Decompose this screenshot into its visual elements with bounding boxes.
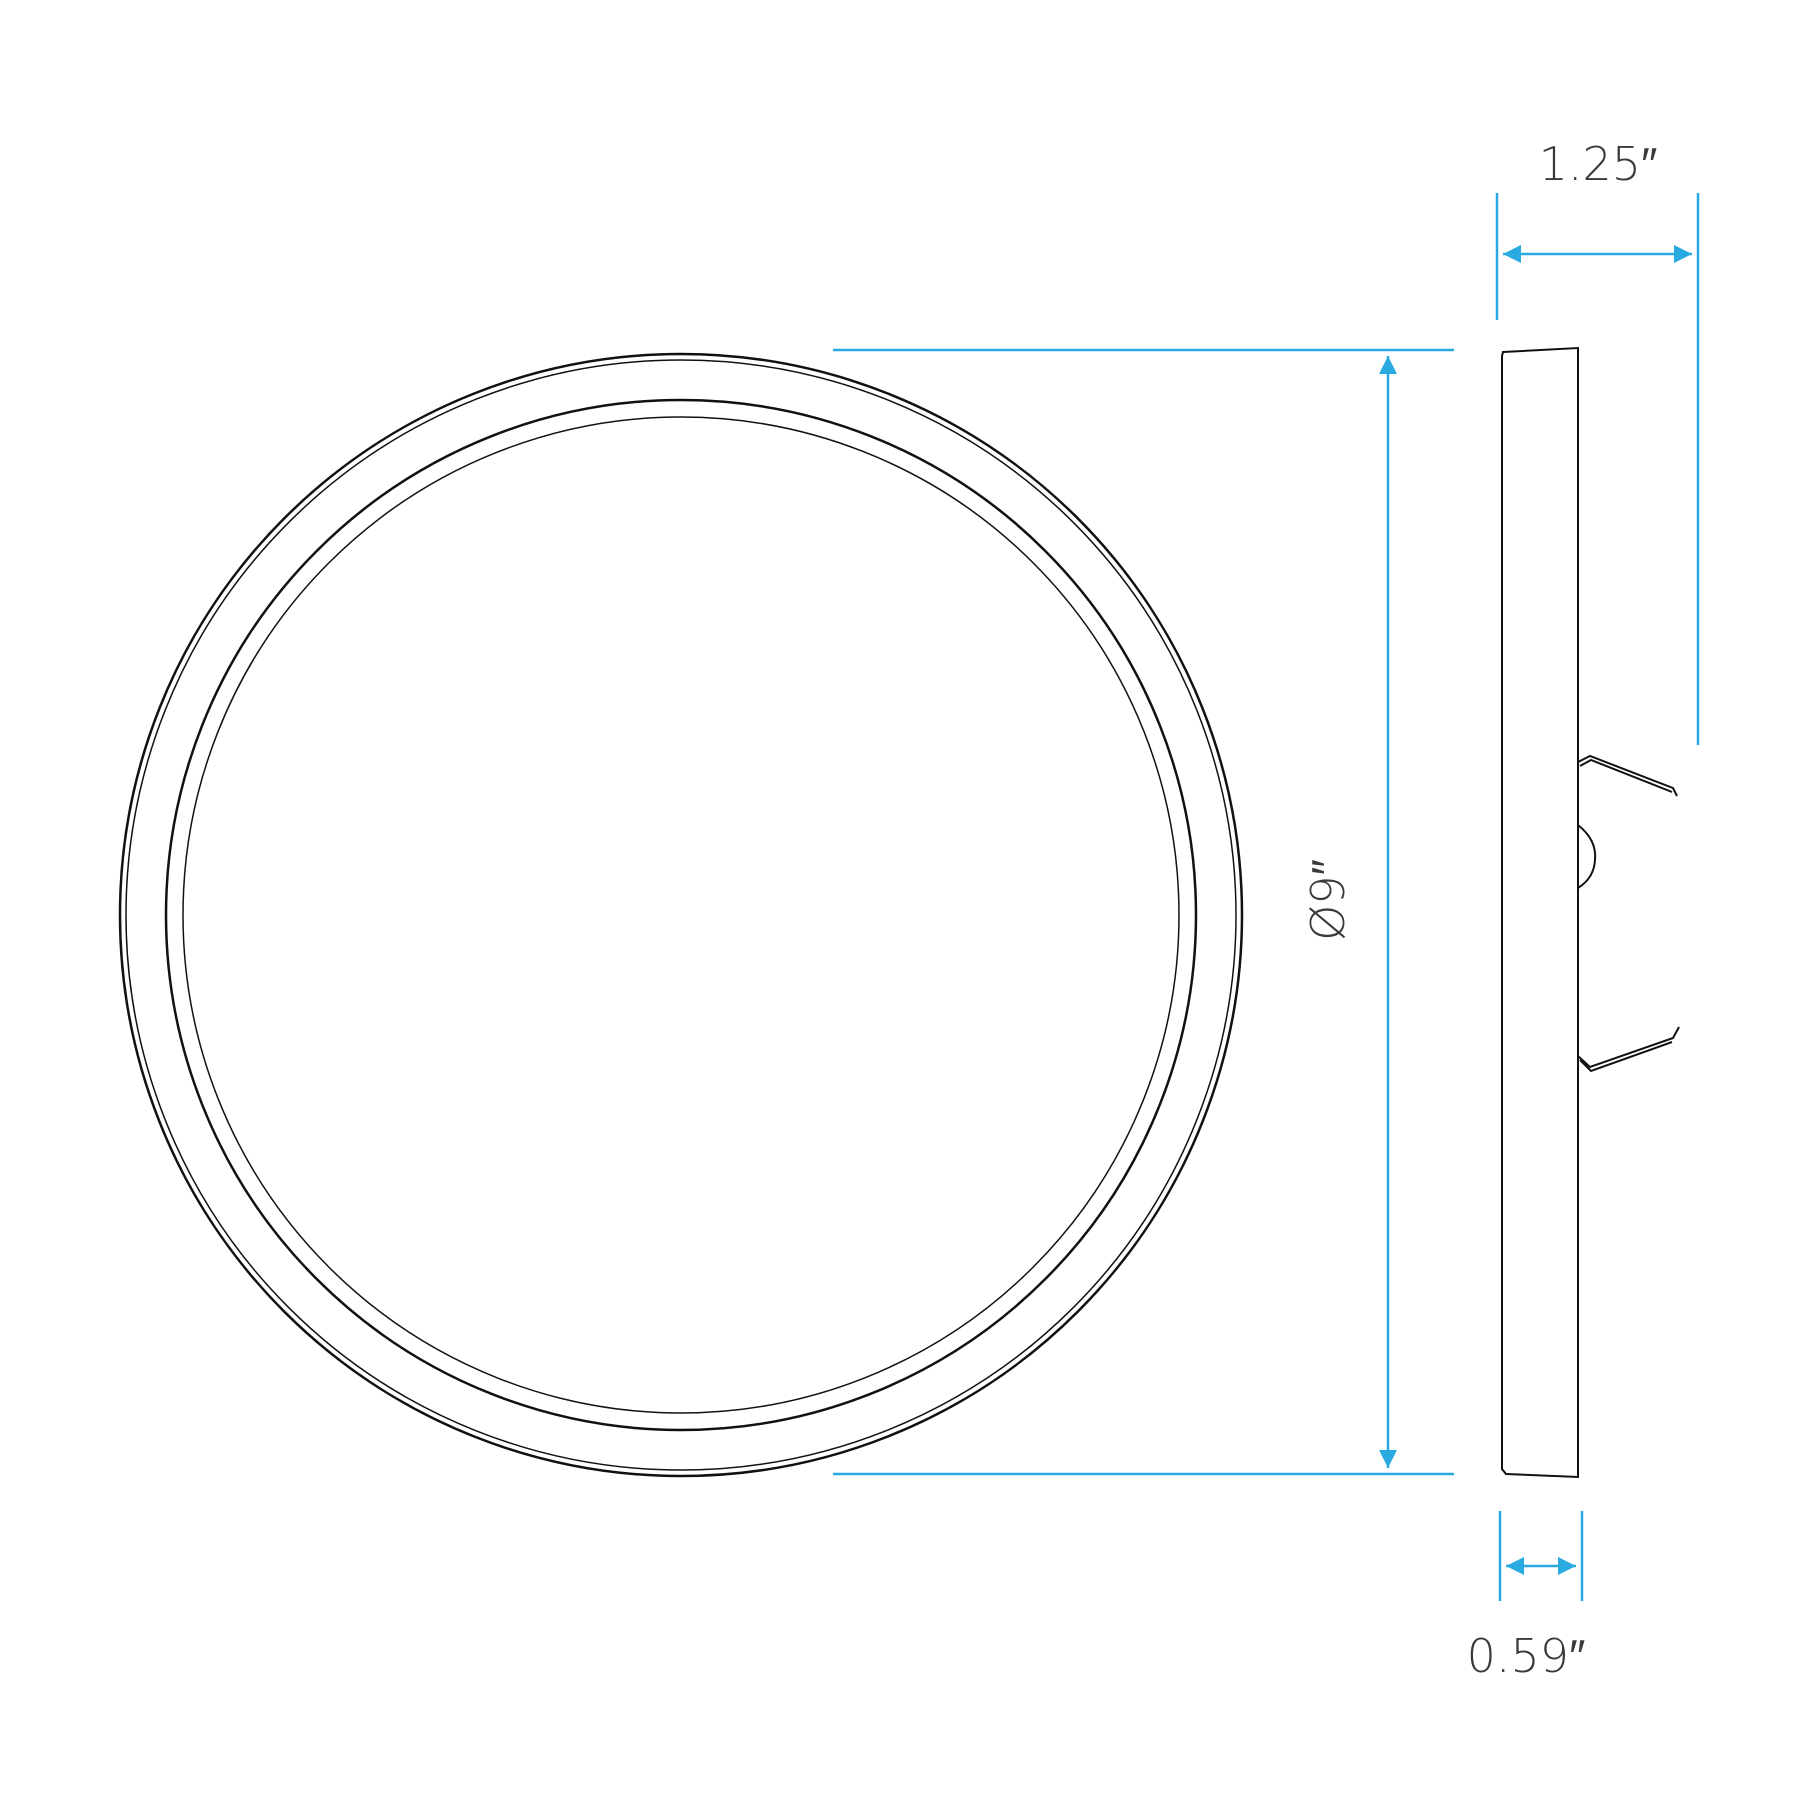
dimension-lines	[833, 193, 1700, 1601]
thickness-label: 0.59″	[1467, 1629, 1586, 1683]
outer-rim-inner-edge	[125, 359, 1237, 1471]
spring-clip-top	[1577, 754, 1678, 797]
depth-label: 1.25″	[1539, 137, 1658, 191]
spring-clip-bottom	[1577, 1026, 1680, 1073]
diameter-label: Ø9″	[1301, 859, 1355, 941]
lens-outer-edge	[164, 398, 1198, 1432]
junction-bump	[1577, 824, 1597, 889]
side-view	[1501, 346, 1680, 1479]
outer-rim	[118, 352, 1244, 1478]
front-view	[118, 352, 1244, 1478]
lens-inner-edge	[182, 416, 1180, 1414]
side-profile	[1501, 346, 1579, 1479]
